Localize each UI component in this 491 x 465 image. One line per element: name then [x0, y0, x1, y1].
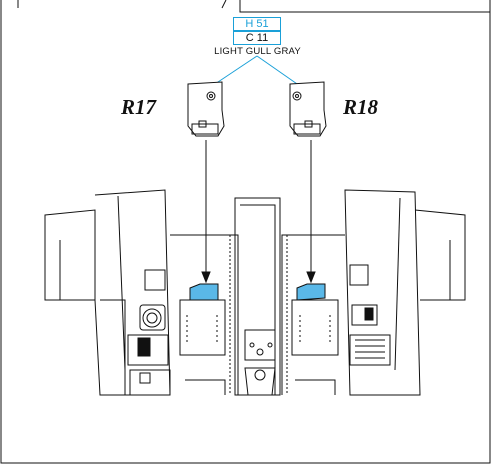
placement-arrows	[201, 140, 316, 284]
paint-name-label: LIGHT GULL GRAY	[214, 46, 301, 57]
center-pedestal	[228, 197, 290, 396]
paint-code-c: C 11	[233, 31, 281, 45]
paint-code-h: H 51	[233, 17, 281, 31]
left-console	[44, 189, 171, 396]
part-r18-drawing	[289, 81, 327, 137]
part-r17-drawing	[187, 81, 225, 137]
part-label-r18: R18	[343, 95, 379, 119]
paint-callout-lines	[211, 55, 301, 87]
cockpit-panels	[170, 234, 345, 395]
part-label-r17: R17	[121, 95, 157, 119]
right-console	[344, 189, 466, 396]
installed-parts	[189, 283, 326, 301]
